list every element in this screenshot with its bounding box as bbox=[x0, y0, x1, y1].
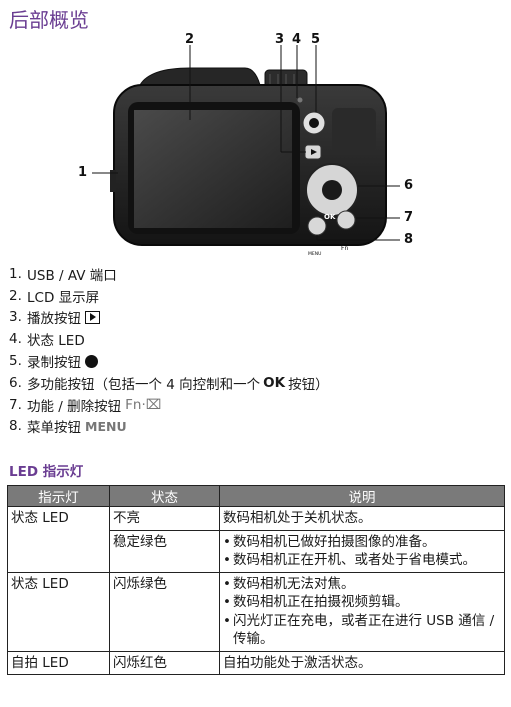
list-item: 2. LCD 显示屏 bbox=[9, 285, 499, 307]
item-text: USB / AV 端口 bbox=[27, 267, 117, 284]
item-text: 多功能按钮（包括一个 4 向控制和一个 bbox=[27, 376, 261, 393]
table-header-row: 指示灯 状态 说明 bbox=[7, 485, 505, 507]
led-table: 指示灯 状态 说明 状态 LED 不亮 数码相机处于关机状态。 稳定绿色 •数码… bbox=[7, 485, 505, 675]
table-row: 状态 LED 不亮 数码相机处于关机状态。 bbox=[7, 506, 505, 531]
ok-button-label: OK bbox=[324, 213, 336, 221]
menu-button-label: MENU bbox=[308, 252, 322, 257]
callout-1: 1 bbox=[78, 165, 88, 180]
state-cell: 闪烁绿色 bbox=[109, 571, 220, 652]
play-icon bbox=[85, 310, 100, 324]
item-number: 7. bbox=[9, 396, 22, 413]
camera-illustration bbox=[92, 45, 400, 246]
section-heading: LED 指示灯 bbox=[9, 464, 84, 480]
state-cell: 不亮 bbox=[109, 506, 220, 531]
fn-button-label: Fn bbox=[341, 245, 349, 252]
camera-rear-diagram: 1 2 3 4 5 6 7 8 OK Fn MENU bbox=[70, 30, 440, 258]
item-text: 功能 / 删除按钮 bbox=[27, 398, 122, 415]
item-text: 播放按钮 bbox=[27, 311, 81, 328]
callout-6: 6 bbox=[404, 178, 414, 193]
callout-8: 8 bbox=[404, 232, 414, 247]
item-number: 4. bbox=[9, 331, 22, 348]
indicator-cell: 状态 LED bbox=[7, 571, 110, 652]
list-item: 8. 菜单按钮 MENU bbox=[9, 416, 499, 438]
table-row: 稳定绿色 •数码相机已做好拍摄图像的准备。 •数码相机正在开机、或者处于省电模式… bbox=[7, 529, 505, 573]
desc-cell: •数码相机无法对焦。 •数码相机正在拍摄视频剪辑。 •闪光灯正在充电，或者正在进… bbox=[219, 571, 505, 652]
list-item: 3. 播放按钮 bbox=[9, 307, 499, 329]
fn-delete-icon: Fn·⌧ bbox=[125, 396, 162, 413]
indicator-cell: 自拍 LED bbox=[7, 650, 110, 675]
table-row: 状态 LED 闪烁绿色 •数码相机无法对焦。 •数码相机正在拍摄视频剪辑。 •闪… bbox=[7, 571, 505, 652]
bullet-item: •闪光灯正在充电，或者正在进行 USB 通信 / 传输。 bbox=[223, 612, 495, 648]
callout-7: 7 bbox=[404, 210, 414, 225]
state-cell: 闪烁红色 bbox=[109, 650, 220, 675]
bullet-item: •数码相机正在开机、或者处于省电模式。 bbox=[223, 552, 476, 568]
list-item: 7. 功能 / 删除按钮 Fn·⌧ bbox=[9, 394, 499, 416]
list-item: 4. 状态 LED bbox=[9, 328, 499, 350]
menu-icon: MENU bbox=[85, 418, 127, 434]
indicator-cell: 状态 LED bbox=[7, 506, 110, 530]
list-item: 5. 录制按钮 bbox=[9, 350, 499, 372]
item-number: 5. bbox=[9, 353, 22, 370]
table-row: 自拍 LED 闪烁红色 自拍功能处于激活状态。 bbox=[7, 650, 505, 675]
item-text: 按钮） bbox=[288, 376, 329, 393]
desc-cell: 自拍功能处于激活状态。 bbox=[219, 650, 505, 675]
parts-list: 1. USB / AV 端口 2. LCD 显示屏 3. 播放按钮 4. 状态 … bbox=[9, 263, 499, 437]
callout-4: 4 bbox=[292, 32, 302, 47]
column-header: 状态 bbox=[109, 485, 220, 507]
item-number: 3. bbox=[9, 309, 22, 326]
item-number: 6. bbox=[9, 374, 22, 391]
item-text: 录制按钮 bbox=[27, 355, 81, 372]
state-cell: 稳定绿色 bbox=[109, 529, 220, 573]
bullet-item: •数码相机无法对焦。 bbox=[223, 575, 355, 592]
item-text: LCD 显示屏 bbox=[27, 289, 100, 306]
callout-5: 5 bbox=[311, 32, 321, 47]
item-text: 菜单按钮 bbox=[27, 420, 81, 437]
item-number: 1. bbox=[9, 265, 22, 282]
item-number: 8. bbox=[9, 418, 22, 435]
ok-label: OK bbox=[263, 374, 286, 391]
item-text: 状态 LED bbox=[27, 333, 85, 350]
page-title: 后部概览 bbox=[9, 8, 89, 32]
bullet-item: •数码相机正在拍摄视频剪辑。 bbox=[223, 594, 409, 610]
column-header: 说明 bbox=[219, 485, 505, 507]
desc-cell: 数码相机处于关机状态。 bbox=[219, 506, 505, 531]
desc-cell: •数码相机已做好拍摄图像的准备。 •数码相机正在开机、或者处于省电模式。 bbox=[219, 529, 505, 573]
item-number: 2. bbox=[9, 287, 22, 304]
callout-3: 3 bbox=[275, 32, 285, 47]
bullet-item: •数码相机已做好拍摄图像的准备。 bbox=[223, 533, 436, 550]
callout-2: 2 bbox=[185, 32, 195, 47]
list-item: 1. USB / AV 端口 bbox=[9, 263, 499, 285]
record-icon bbox=[85, 354, 98, 368]
indicator-cell bbox=[7, 530, 110, 573]
column-header: 指示灯 bbox=[7, 485, 110, 507]
list-item: 6. 多功能按钮（包括一个 4 向控制和一个 OK 按钮） bbox=[9, 372, 499, 394]
